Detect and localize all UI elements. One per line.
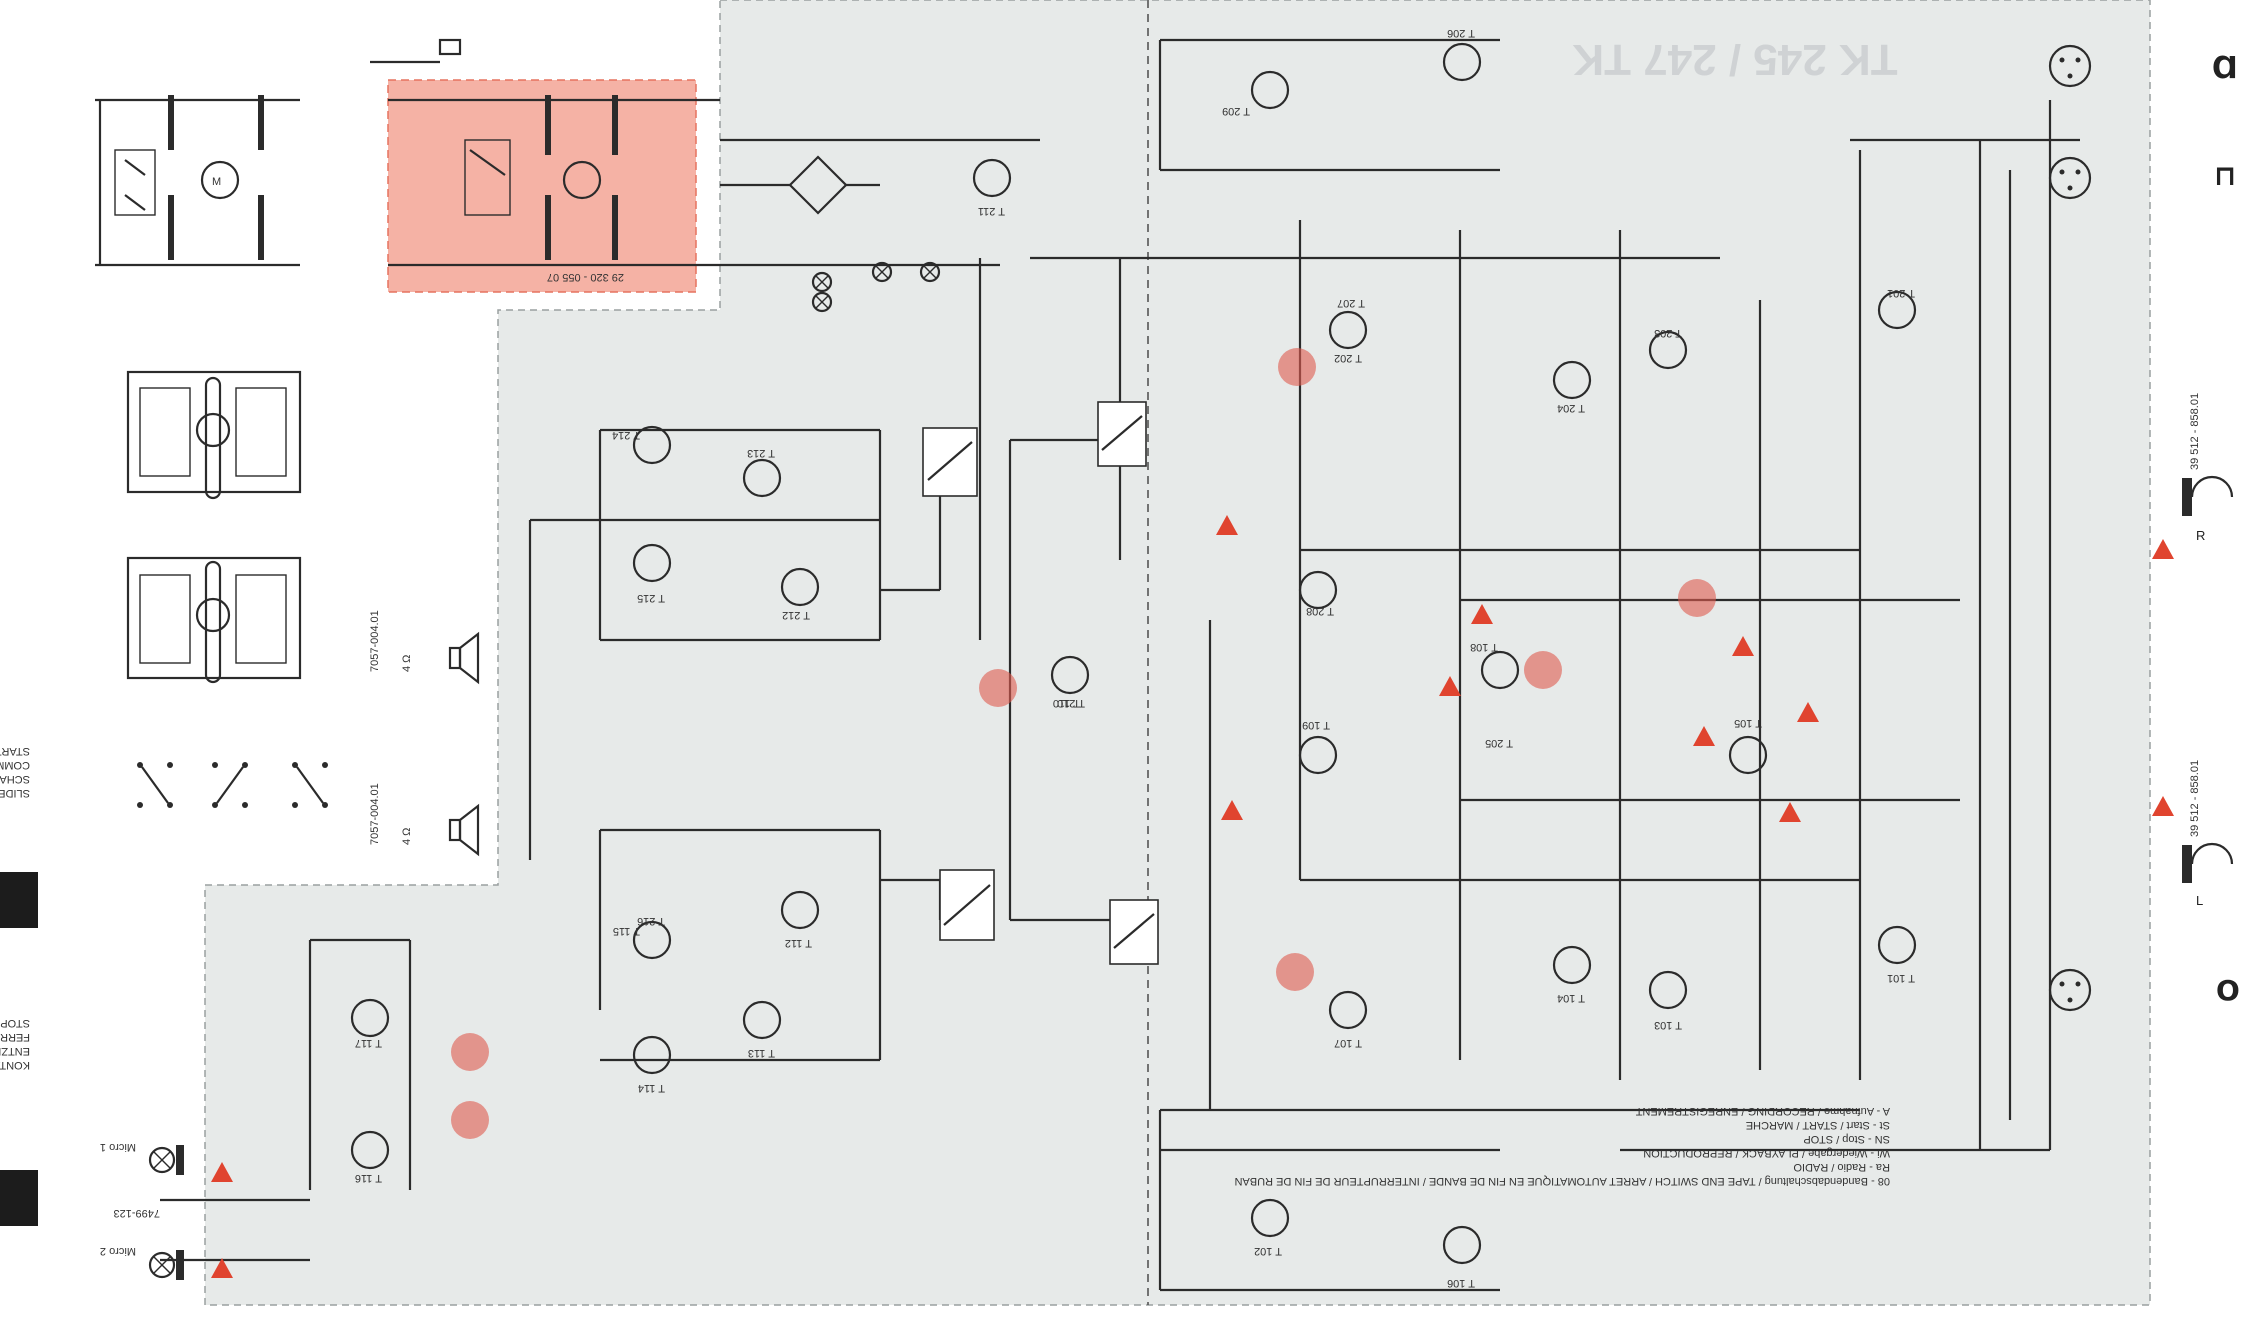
- transistor-label: T 203: [1654, 327, 1682, 339]
- transistor-label: T 107: [1334, 1037, 1362, 1049]
- transistor-label: T 207: [1337, 297, 1365, 309]
- mic-input-icon: [148, 1145, 184, 1175]
- socket-symbol-icon: ⊓: [2214, 159, 2236, 192]
- transistor-label: T 204: [1557, 402, 1585, 414]
- left-note: START: [0, 745, 30, 757]
- transistor-label: T 216: [637, 915, 665, 927]
- pilot-lamps: [811, 261, 941, 313]
- transistor-label: T 206: [1447, 27, 1475, 39]
- left-note: FERRITE: [0, 1031, 30, 1043]
- transistor-label: T 117: [355, 1037, 382, 1049]
- socket-symbol-icon: O: [2216, 974, 2240, 1007]
- transistor-label: T 209: [1222, 105, 1250, 117]
- socket-label: L: [2196, 893, 2203, 908]
- socket-label: R: [2196, 528, 2205, 543]
- transistor-label: T 106: [1447, 1277, 1475, 1289]
- transistor-label: T 108: [1470, 641, 1498, 653]
- left-note: KONTAKT: [0, 1059, 30, 1071]
- mic-input-icon: [148, 1250, 184, 1280]
- binder-tab: [0, 1170, 38, 1226]
- jack-socket-icon: [2182, 475, 2234, 516]
- transistor-label: T 105: [1734, 717, 1762, 729]
- adjustment-points: [451, 348, 1716, 1139]
- selector-switches: [137, 762, 328, 808]
- legend: 08 - Bandendabschaltung / TAPE END SWITC…: [1234, 1105, 1890, 1187]
- transistor-label: T 215: [637, 592, 665, 604]
- transistor-label: T 208: [1306, 605, 1334, 617]
- transistor-label: T 210: [1057, 697, 1085, 709]
- left-notes: START COMMUTAT. SCHALTEREZ SLIDES STOP F…: [0, 745, 30, 1071]
- legend-item: St - Start / START / MARCHE: [1746, 1119, 1890, 1131]
- transistor-label: T 104: [1557, 992, 1585, 1004]
- socket-ref: 39 512 - 858.01: [2189, 393, 2201, 470]
- power-transformer: [370, 38, 720, 267]
- transistor-label: T 202: [1334, 352, 1362, 364]
- left-note: COMMUTAT.: [0, 759, 30, 771]
- transistor-label: T 116: [355, 1172, 382, 1184]
- transistor-label: T 110: [1053, 697, 1080, 709]
- transistor-label: T 112: [785, 937, 812, 949]
- legend-item: A - Aufnahme / RECORDING / ENREGISTREMEN…: [1635, 1105, 1890, 1117]
- jack-socket-icon: [2182, 842, 2234, 883]
- transistor-label: T 102: [1254, 1245, 1282, 1257]
- transistor-label: T 101: [1887, 972, 1915, 984]
- switch-plate-2: [126, 556, 302, 684]
- transistor-label: T 201: [1887, 287, 1915, 299]
- transistor-label: T 114: [638, 1082, 665, 1094]
- left-note: ENTZERRER: [0, 1045, 30, 1057]
- speaker-icon: [448, 631, 480, 685]
- mic-label: Micro 2: [100, 1245, 136, 1257]
- din-socket-icon: [2048, 156, 2092, 200]
- transistor-label: T 205: [1485, 737, 1513, 749]
- transformer-diagram: M: [95, 95, 300, 267]
- transistor-label: T 211: [978, 205, 1005, 217]
- rotated-title: TK 245 / 247 TK: [1572, 35, 1897, 84]
- speaker-ref: 7057-004.01: [369, 783, 381, 845]
- left-note: SLIDES: [0, 787, 30, 799]
- head-switch-blocks: [922, 401, 1159, 965]
- transistor-label: T 213: [747, 447, 775, 459]
- warning-icons: [211, 515, 2174, 1278]
- transistor-symbols: [350, 42, 1917, 1265]
- legend-item: SN - Stop / STOP: [1803, 1133, 1890, 1145]
- left-note: STOP: [0, 1017, 30, 1029]
- transistor-label: T 109: [1302, 719, 1330, 731]
- transistor-label: T 115: [613, 925, 640, 937]
- power-section-id: 29 320 - 055 07: [547, 271, 624, 283]
- legend-item: Wi - Wiedergabe / PLAYBACK / REPRODUCTIO…: [1643, 1147, 1890, 1159]
- socket-ref: 39 512 - 858.01: [2189, 760, 2201, 837]
- speaker-icon: [448, 803, 480, 857]
- svg-text:M: M: [212, 176, 221, 188]
- transistor-label: T 214: [612, 429, 640, 441]
- board-shade: [204, 0, 2151, 1306]
- legend-item: Ra - Radio / RADIO: [1793, 1161, 1890, 1173]
- transistor-label: T 113: [748, 1047, 775, 1059]
- din-socket-icon: [2048, 44, 2092, 88]
- speaker-impedance: 4 Ω: [401, 828, 413, 845]
- rectifier-bridge: [720, 138, 1040, 267]
- speaker-impedance: 4 Ω: [401, 655, 413, 672]
- din-socket-icon: [2048, 968, 2092, 1012]
- binder-tab: [0, 872, 38, 928]
- socket-symbol-icon: Ɑ: [2212, 51, 2238, 86]
- legend-item: 08 - Bandendabschaltung / TAPE END SWITC…: [1234, 1175, 1890, 1187]
- mic-label: Micro 1: [100, 1141, 136, 1153]
- power-supply-highlight: [387, 79, 697, 293]
- transistor-labels: T 209 T 208 T 207 T 206 T 205 T 204 T 20…: [355, 27, 1915, 1289]
- left-note: SCHALTEREZ: [0, 773, 30, 785]
- switch-plate-1: [126, 370, 302, 500]
- transistor-label: T 212: [782, 609, 810, 621]
- transistor-label: T 103: [1654, 1019, 1682, 1031]
- speaker-ref: 7057-004.01: [369, 610, 381, 672]
- mic-part-number: 7499-123: [114, 1207, 161, 1219]
